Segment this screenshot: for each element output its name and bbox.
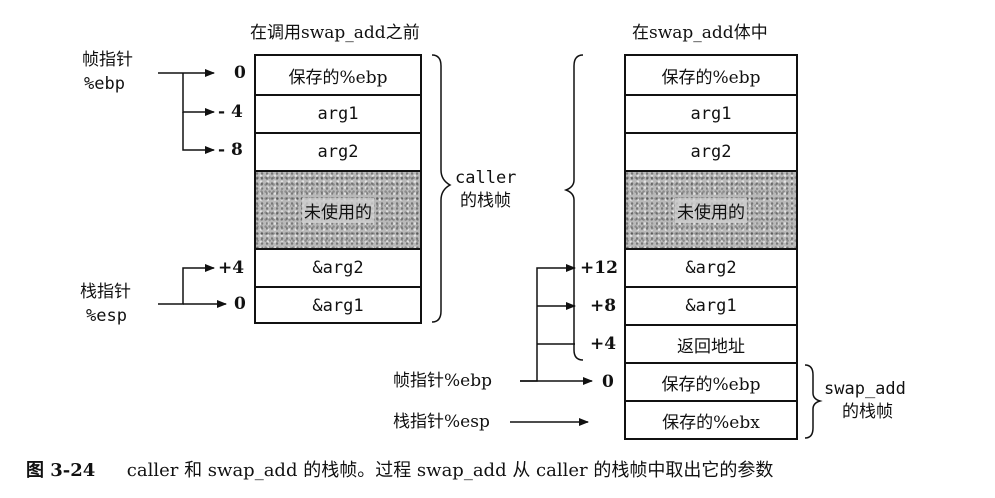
arrow-plus12 — [520, 264, 576, 382]
fp-arrow-neg8 — [182, 112, 215, 154]
right-cell-arg1: arg1 — [626, 94, 796, 132]
frame-pointer-label: 帧指针 — [82, 50, 133, 70]
caller-frame-label-2: 的栈帧 — [460, 191, 511, 211]
fp-arrow-neg4 — [182, 73, 215, 116]
left-cell-addr-arg1: &arg1 — [256, 286, 420, 324]
right-title: 在swap_add体中 — [632, 23, 768, 43]
left-title: 在调用swap_add之前 — [250, 23, 420, 43]
left-cell-arg2: arg2 — [256, 132, 420, 170]
right-cell-unused: 未使用的 — [626, 170, 796, 248]
swap-add-frame-label-2: 的栈帧 — [842, 402, 893, 422]
left-cell-arg1: arg1 — [256, 94, 420, 132]
sp-arrow-plus4 — [158, 264, 215, 305]
right-cell-addr-arg1: &arg1 — [626, 286, 796, 324]
figure-caption-text: caller 和 swap_add 的栈帧。过程 swap_add 从 call… — [126, 460, 774, 481]
left-offset-neg4: - 4 — [218, 102, 243, 122]
left-cell-saved-ebp: 保存的%ebp — [288, 67, 388, 88]
left-offset-plus4: +4 — [218, 258, 245, 278]
caller-brace-right — [563, 54, 584, 361]
right-cell-return-address: 返回地址 — [626, 324, 796, 362]
left-cell-unused: 未使用的 — [256, 170, 420, 248]
right-frame-pointer-label: 帧指针%ebp — [393, 371, 492, 391]
right-cell-saved-ebp-callee: 保存的%ebp — [626, 362, 796, 400]
figure-caption: 图 3-24 caller 和 swap_add 的栈帧。过程 swap_add… — [26, 456, 773, 482]
left-stack: 保存的%ebp arg1 arg2 未使用的 &arg2 &arg1 — [254, 54, 422, 324]
right-stack-pointer-label: 栈指针%esp — [393, 412, 490, 432]
left-offset-0b: 0 — [234, 294, 246, 314]
right-cell-saved-ebx: 保存的%ebx — [626, 400, 796, 438]
caller-frame-label-1: caller — [455, 168, 517, 188]
left-cell-addr-arg2: &arg2 — [256, 248, 420, 286]
frame-pointer-reg: %ebp — [84, 74, 125, 94]
right-cell-addr-arg2: &arg2 — [626, 248, 796, 286]
right-offset-plus12: +12 — [580, 258, 618, 278]
right-offset-plus4: +4 — [590, 334, 617, 354]
swap-add-brace — [804, 364, 823, 439]
left-offset-0: 0 — [234, 63, 246, 83]
right-offset-plus8: +8 — [590, 296, 617, 316]
right-cell-arg2: arg2 — [626, 132, 796, 170]
stack-pointer-label: 栈指针 — [80, 282, 131, 302]
right-stack: 保存的%ebp arg1 arg2 未使用的 &arg2 &arg1 返回地址 … — [624, 54, 798, 440]
figure-number: 图 3-24 — [26, 460, 96, 481]
caller-brace — [431, 54, 452, 323]
right-offset-0: 0 — [602, 372, 614, 392]
stack-pointer-reg: %esp — [86, 306, 127, 326]
left-offset-neg8: - 8 — [218, 140, 243, 160]
right-cell-saved-ebp: 保存的%ebp — [661, 67, 761, 88]
swap-add-frame-label-1: swap_add — [824, 379, 906, 399]
